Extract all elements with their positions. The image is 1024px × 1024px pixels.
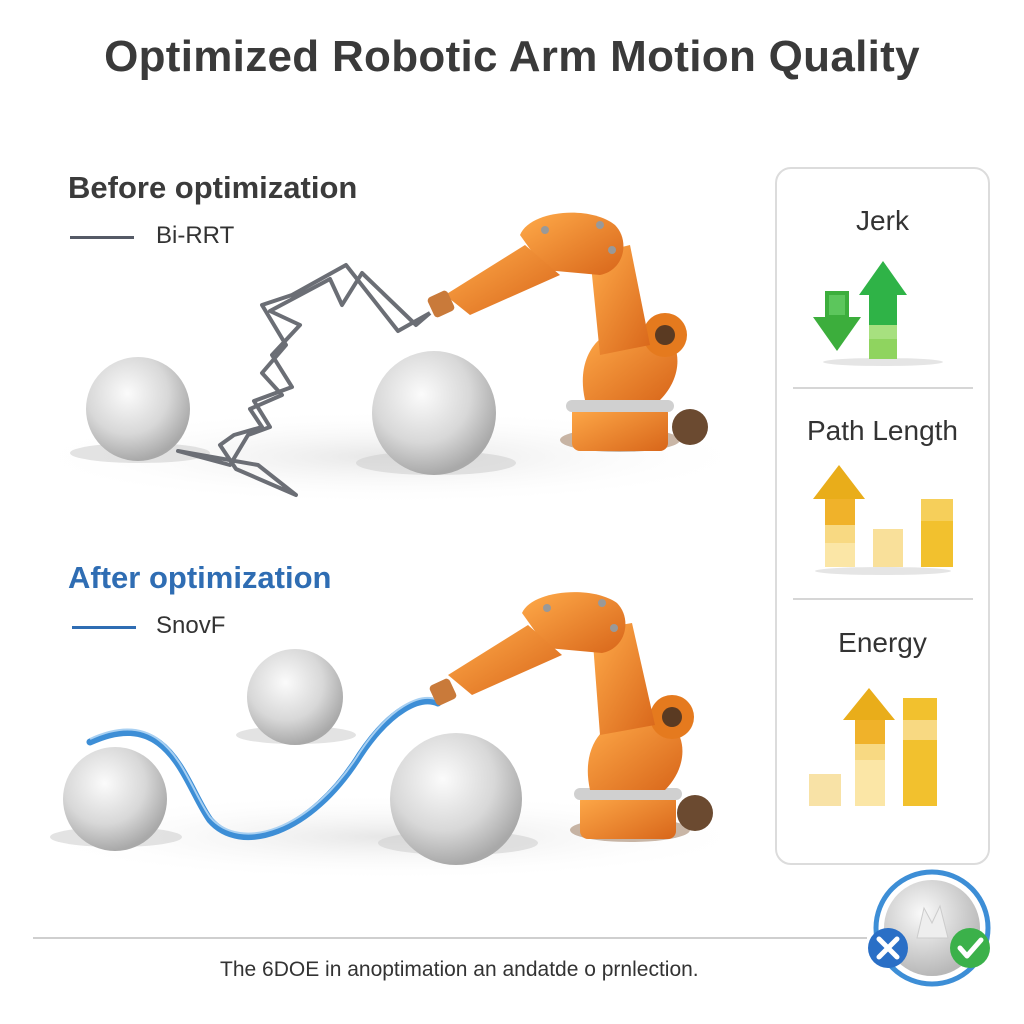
cross-icon <box>868 928 908 968</box>
before-legend-text: Bi-RRT <box>156 222 235 249</box>
robot-arm <box>427 212 708 452</box>
footer-line <box>33 937 867 939</box>
obstacle-sphere <box>372 351 496 475</box>
smooth-path <box>86 697 442 840</box>
after-scene <box>20 592 760 881</box>
robot-arm <box>429 592 713 842</box>
metrics-panel: Jerk Path Length Energy <box>775 167 990 865</box>
before-label: Before optimization <box>68 170 358 205</box>
before-legend-line <box>70 236 134 239</box>
obstacle-sphere <box>86 357 190 461</box>
obstacle-sphere <box>63 747 167 851</box>
result-badge <box>868 869 991 987</box>
obstacle-sphere <box>247 649 343 745</box>
obstacle-sphere <box>390 733 522 865</box>
page-title: Optimized Robotic Arm Motion Quality <box>104 32 920 81</box>
metric-label-path-length: Path Length <box>806 415 959 446</box>
after-label: After optimization <box>68 560 332 595</box>
divider <box>793 387 973 389</box>
footer-text: The 6DOE in anoptimation an andatde o pr… <box>220 958 699 981</box>
metric-label-energy: Energy <box>838 627 927 658</box>
check-icon <box>950 928 990 968</box>
divider <box>793 598 973 600</box>
after-legend-line <box>72 626 136 629</box>
energy-icon <box>809 688 937 806</box>
path-length-icon <box>813 465 953 575</box>
metric-label-jerk: Jerk <box>856 205 909 236</box>
jagged-path <box>176 263 432 497</box>
before-scene <box>20 212 760 505</box>
after-legend-text: SnovF <box>156 612 226 639</box>
jerk-icon <box>813 261 943 366</box>
